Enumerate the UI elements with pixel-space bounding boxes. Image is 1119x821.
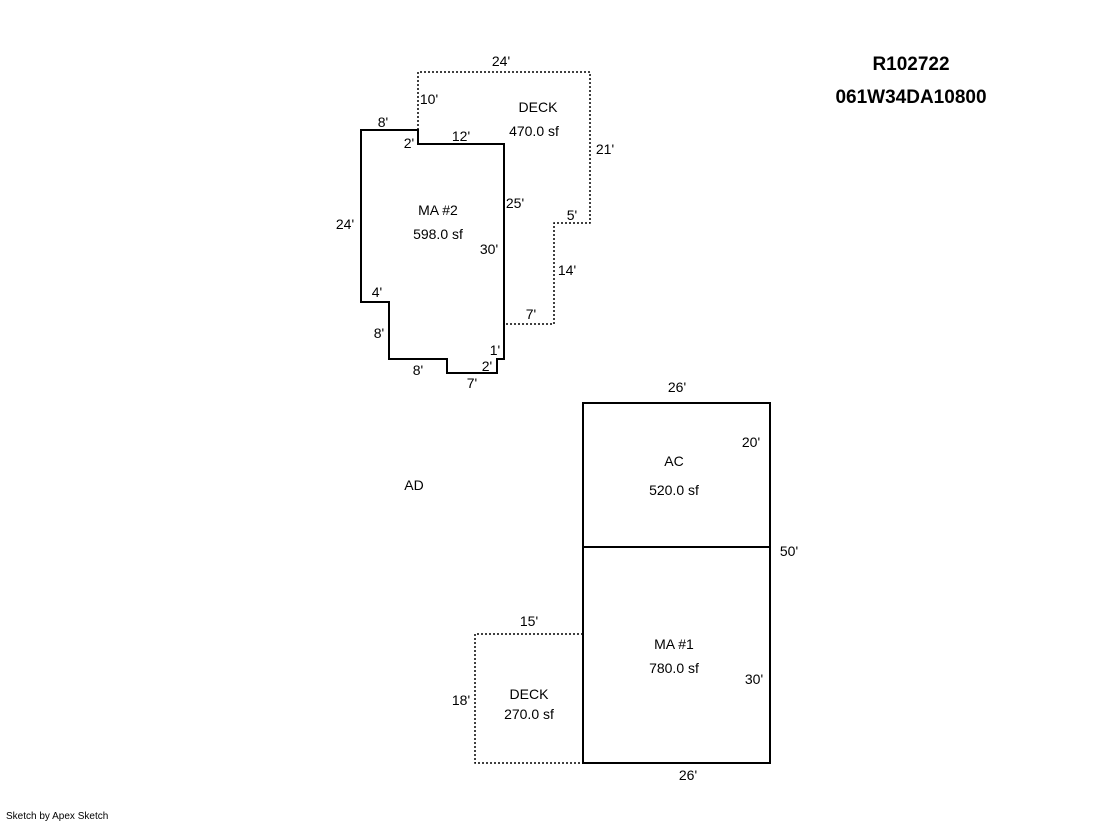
ad-label: AD <box>404 477 423 493</box>
dim-deck-upper-right: 21' <box>596 141 614 157</box>
ac-area: 520.0 sf <box>649 482 699 498</box>
dim-deck-upper-bottom: 7' <box>526 306 536 322</box>
dim-deck-upper-step: 5' <box>567 207 577 223</box>
dim-ma2-step-a: 4' <box>372 284 382 300</box>
dim-deck-upper-left: 10' <box>420 91 438 107</box>
deck-upper-outline <box>417 71 591 325</box>
deck-upper-name: DECK <box>519 99 559 115</box>
dim-deck-lower-top: 15' <box>520 613 538 629</box>
dim-ma2-bottom-left: 8' <box>413 362 423 378</box>
dim-deck-upper-top: 24' <box>492 53 510 69</box>
dim-ma2-bottom-notch: 2' <box>482 358 492 374</box>
ma1-name: MA #1 <box>654 636 694 652</box>
dim-ac-right: 20' <box>742 434 760 450</box>
dim-ma2-step-b: 8' <box>374 325 384 341</box>
deck-lower-name: DECK <box>510 686 550 702</box>
dim-ma2-right: 30' <box>480 241 498 257</box>
dim-ma2-top: 12' <box>452 128 470 144</box>
ma2-name: MA #2 <box>418 202 458 218</box>
dim-deck-upper-lower-right: 14' <box>558 262 576 278</box>
dim-total-right: 50' <box>780 543 798 559</box>
ac-name: AC <box>664 453 683 469</box>
dim-ac-top: 26' <box>668 379 686 395</box>
deck-lower-outline <box>474 633 583 764</box>
dim-ma2-bottom-right: 1' <box>490 342 500 358</box>
deck-lower-area: 270.0 sf <box>504 706 554 722</box>
ma2-area: 598.0 sf <box>413 226 463 242</box>
dim-ma2-notch: 2' <box>404 135 414 151</box>
dim-ma2-right-upper: 25' <box>506 195 524 211</box>
dim-deck-lower-left: 18' <box>452 692 470 708</box>
deck-upper-area: 470.0 sf <box>509 123 559 139</box>
dim-ma1-right: 30' <box>745 671 763 687</box>
map-number: 061W34DA10800 <box>835 87 986 108</box>
parcel-id: R102722 <box>872 54 949 75</box>
ma1-area: 780.0 sf <box>649 660 699 676</box>
dim-ma2-left: 24' <box>336 216 354 232</box>
dim-ma2-top-left: 8' <box>378 114 388 130</box>
ma2-outline <box>360 129 505 374</box>
ac-outline <box>582 402 771 548</box>
sketch-credit: Sketch by Apex Sketch <box>6 811 108 821</box>
dim-ma1-bottom: 26' <box>679 767 697 783</box>
ma1-outline <box>582 546 771 764</box>
dim-ma2-bottom: 7' <box>467 375 477 391</box>
